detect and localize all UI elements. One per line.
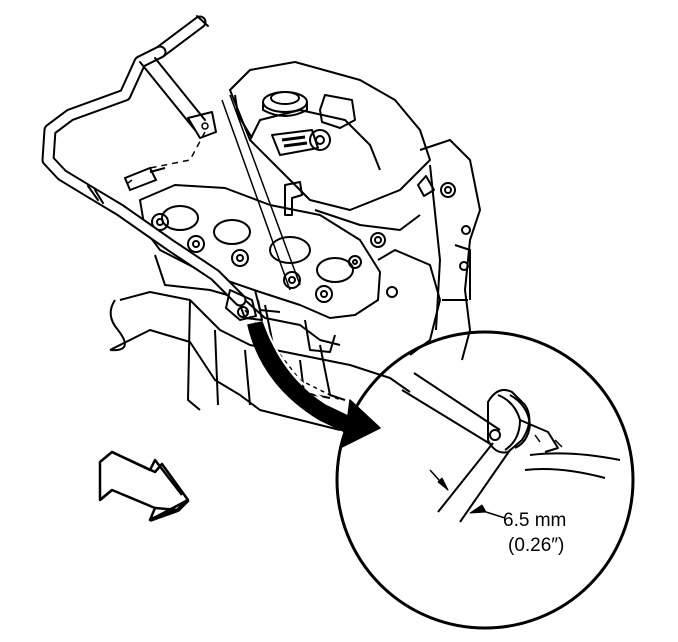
detail-inset <box>335 330 635 630</box>
manifold-stud <box>123 166 166 192</box>
exhaust-manifold <box>139 184 381 353</box>
measurement-imperial: (0.26″) <box>508 535 564 556</box>
measurement-metric: 6.5 mm <box>503 510 566 531</box>
dipstick-tube <box>41 15 257 321</box>
curved-callout-arrow-icon <box>247 321 381 449</box>
front-direction-arrow-icon <box>98 450 190 522</box>
